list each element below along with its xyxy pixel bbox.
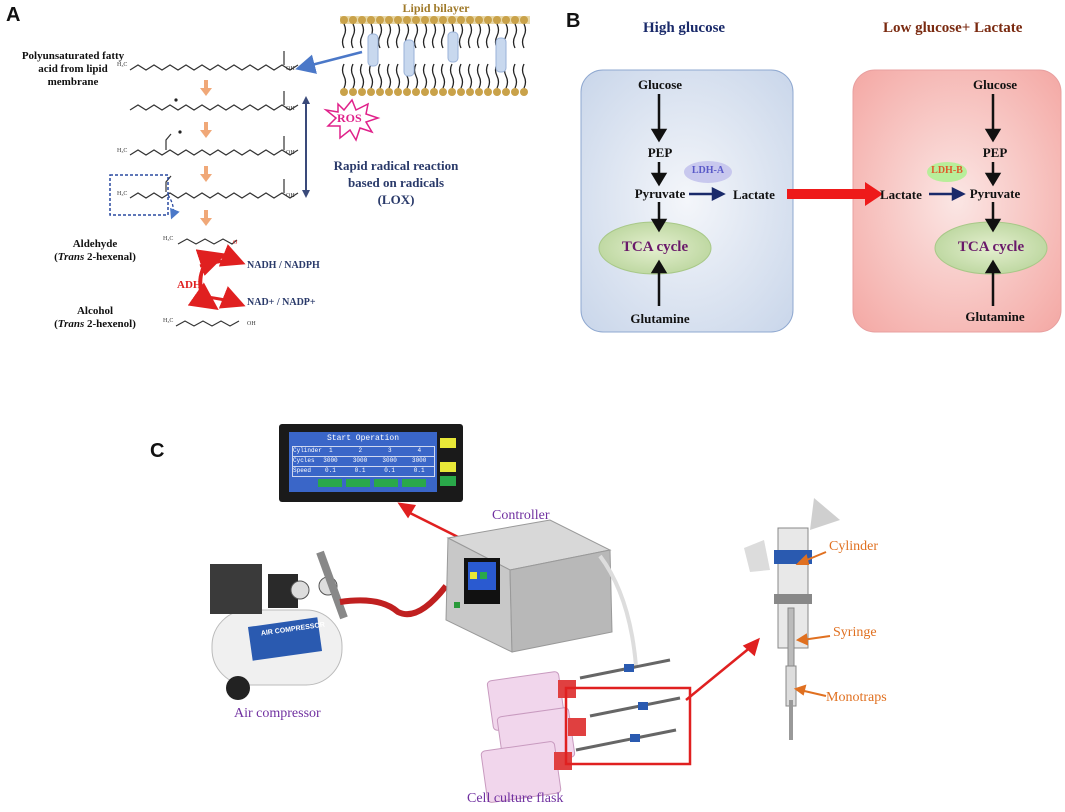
- screen-button-green[interactable]: [440, 476, 456, 486]
- o-label: O: [233, 240, 238, 246]
- syringe-assembly-graphic: [744, 498, 840, 740]
- pufa-label: Polyunsaturated fatty acid from lipid me…: [21, 50, 125, 88]
- glucose-left: Glucose: [637, 77, 683, 92]
- nadh-label: NADH / NADPH: [247, 260, 320, 271]
- ldh-b-ellipse: [927, 162, 967, 182]
- low-glucose-title: Low glucose+ Lactate: [883, 20, 1023, 36]
- fatty-acid-chain-1: [129, 51, 299, 71]
- monotraps-label: Monotraps: [826, 690, 887, 705]
- highlight-box: [564, 686, 692, 766]
- lipid-bilayer-graphic: [340, 16, 530, 96]
- pep-left: PEP: [647, 145, 673, 160]
- h3c-label-2: H₃C: [117, 148, 128, 154]
- lox-description: Rapid radical reaction based on radicals…: [333, 158, 459, 207]
- panel-b-diagram: [580, 69, 1062, 333]
- adh-arrows: [187, 244, 246, 311]
- lactate-right: Lactate: [880, 187, 922, 202]
- glutamine-right: Glutamine: [965, 309, 1025, 324]
- aldehyde-label: Aldehyde (Trans 2-hexenal): [54, 238, 136, 263]
- ldh-a-label: LDH-A: [691, 165, 725, 176]
- cell-culture-flask-label: Cell culture flask: [467, 791, 564, 806]
- panel-c-letter: C: [150, 440, 165, 462]
- flask-rack-graphic: [480, 658, 692, 803]
- ros-burst: [323, 98, 381, 142]
- tca-cycle-right: TCA cycle: [957, 239, 1025, 255]
- adh-label: ADH: [177, 279, 202, 291]
- nad-label: NAD+ / NADP+: [247, 297, 316, 308]
- glucose-right: Glucose: [972, 77, 1018, 92]
- h3c-label-5: H₃C: [163, 318, 174, 324]
- ldh-a-ellipse: [684, 161, 732, 183]
- panel-a-diagram: [109, 16, 530, 327]
- screen-button-yellow-2[interactable]: [440, 462, 456, 472]
- oh-label-5: OH: [247, 321, 256, 327]
- orange-step-arrows: [200, 80, 212, 226]
- pep-right: PEP: [982, 145, 1008, 160]
- panel-c-apparatus: [210, 498, 840, 803]
- tca-cycle-left: TCA cycle: [621, 239, 689, 255]
- controller-label: Controller: [492, 508, 550, 523]
- controller-touchscreen: Start Operation Cylinder 1 2 3 4 Cycles …: [279, 424, 463, 502]
- alcohol-label: Alcohol (Trans 2-hexenol): [54, 305, 136, 330]
- screen-table: Cylinder 1 2 3 4 Cycles 3000 3000 3000 3…: [292, 446, 435, 487]
- ros-label: ROS: [337, 111, 362, 125]
- alcohol-structure: [175, 320, 240, 327]
- controller-box-graphic: [445, 519, 638, 667]
- oh-label-4: OH: [286, 193, 295, 199]
- lactate-left: Lactate: [733, 187, 775, 202]
- pyruvate-right: Pyruvate: [969, 186, 1021, 201]
- h3c-label-3: H₃C: [117, 191, 128, 197]
- h3c-label-4: H₃C: [163, 236, 174, 242]
- high-glucose-title: High glucose: [643, 20, 726, 36]
- oh-label-1: OH: [286, 66, 295, 72]
- fatty-acid-chain-2: [129, 91, 299, 111]
- glutamine-left: Glutamine: [630, 311, 690, 326]
- air-compressor-graphic: [210, 550, 449, 700]
- oh-label-3: OH: [286, 150, 295, 156]
- panel-b-letter: B: [566, 10, 581, 32]
- fatty-acid-chain-3: [129, 133, 299, 156]
- syringe-label: Syringe: [833, 625, 877, 640]
- cylinder-label: Cylinder: [829, 539, 878, 554]
- screen-button-yellow-1[interactable]: [440, 438, 456, 448]
- aldehyde-structure: [177, 238, 238, 245]
- h3c-label-1: H₃C: [117, 62, 128, 68]
- screen-title: Start Operation: [326, 434, 399, 443]
- pyruvate-left: Pyruvate: [634, 186, 686, 201]
- screen-display: Start Operation Cylinder 1 2 3 4 Cycles …: [289, 432, 437, 492]
- fatty-acid-chain-4: [129, 175, 299, 199]
- lipid-bilayer-label: Lipid bilayer: [402, 1, 470, 15]
- oh-label-2: OH: [286, 106, 295, 112]
- panel-a-letter: A: [6, 4, 21, 26]
- air-compressor-label: Air compressor: [234, 706, 321, 721]
- ldh-b-label: LDH-B: [931, 165, 963, 176]
